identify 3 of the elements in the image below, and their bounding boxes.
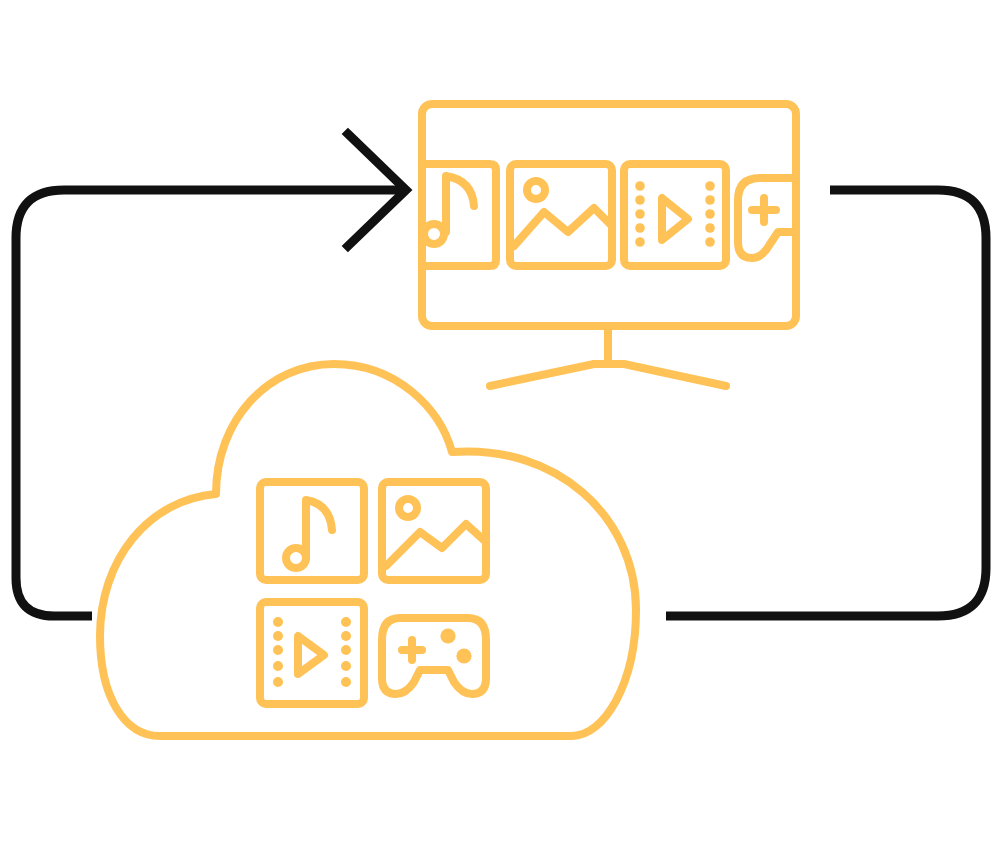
monitor <box>414 100 804 392</box>
arrow <box>11 129 411 621</box>
cloud <box>94 360 642 742</box>
